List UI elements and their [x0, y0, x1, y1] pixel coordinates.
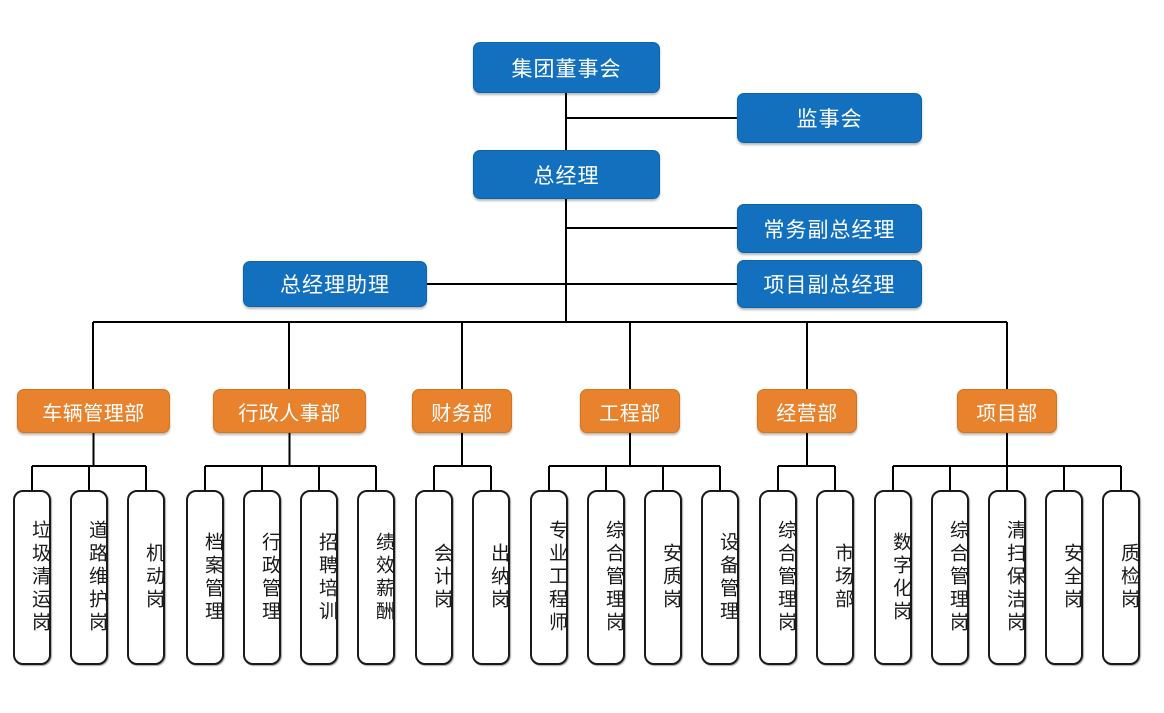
- position-box-eng-general-mgmt[interactable]: 综合管理岗: [587, 490, 625, 665]
- position-box-label: 机动岗: [143, 543, 164, 612]
- position-box-garbage-removal[interactable]: 垃圾清运岗: [13, 490, 51, 665]
- position-box-market-dept[interactable]: 市场部: [816, 490, 854, 665]
- department-box-vehicle-management[interactable]: 车辆管理部: [17, 389, 170, 433]
- position-box-label: 行政管理: [259, 531, 280, 624]
- position-box-label: 数字化岗: [890, 531, 911, 624]
- position-box-label: 垃圾清运岗: [29, 520, 50, 635]
- position-box-label: 市场部: [832, 543, 853, 612]
- executive-box-board[interactable]: 集团董事会: [473, 42, 660, 93]
- department-box-label: 财务部: [431, 402, 493, 425]
- position-box-label: 安质岗: [660, 543, 681, 612]
- position-box-label: 设备管理: [717, 531, 738, 624]
- position-box-label: 综合管理岗: [603, 520, 624, 635]
- position-box-archive-management[interactable]: 档案管理: [186, 490, 224, 665]
- position-box-quality-inspection[interactable]: 质检岗: [1102, 490, 1140, 665]
- department-box-label: 行政人事部: [238, 402, 341, 425]
- position-box-admin-management[interactable]: 行政管理: [243, 490, 281, 665]
- executive-box-exec-deputy-gm[interactable]: 常务副总经理: [737, 204, 922, 253]
- position-box-label: 绩效薪酬: [373, 531, 394, 624]
- position-box-road-maintenance[interactable]: 道路维护岗: [70, 490, 108, 665]
- position-box-label: 招聘培训: [316, 531, 337, 624]
- department-box-project[interactable]: 项目部: [957, 389, 1057, 433]
- department-box-finance[interactable]: 财务部: [412, 389, 512, 433]
- position-box-proj-general-mgmt[interactable]: 综合管理岗: [931, 490, 969, 665]
- position-box-digitalization[interactable]: 数字化岗: [874, 490, 912, 665]
- position-box-label: 道路维护岗: [86, 520, 107, 635]
- executive-box-label: 监事会: [796, 108, 863, 131]
- position-box-label: 出纳岗: [488, 543, 509, 612]
- position-box-performance-pay[interactable]: 绩效薪酬: [357, 490, 395, 665]
- department-box-admin-hr[interactable]: 行政人事部: [213, 389, 366, 433]
- position-box-label: 清扫保洁岗: [1004, 520, 1025, 635]
- position-box-ops-general-mgmt[interactable]: 综合管理岗: [759, 490, 797, 665]
- position-box-label: 档案管理: [202, 531, 223, 624]
- position-box-label: 综合管理岗: [947, 520, 968, 635]
- position-box-professional-engineer[interactable]: 专业工程师: [530, 490, 568, 665]
- department-box-label: 工程部: [599, 402, 661, 425]
- executive-box-supervisory[interactable]: 监事会: [737, 93, 922, 143]
- department-box-label: 经营部: [776, 402, 838, 425]
- position-box-cleaning[interactable]: 清扫保洁岗: [988, 490, 1026, 665]
- position-box-safety-post[interactable]: 安全岗: [1045, 490, 1083, 665]
- position-box-label: 专业工程师: [546, 520, 567, 635]
- department-box-label: 车辆管理部: [42, 402, 145, 425]
- department-box-label: 项目部: [976, 402, 1038, 425]
- executive-box-label: 常务副总经理: [763, 218, 896, 242]
- executive-box-general-manager[interactable]: 总经理: [473, 150, 660, 199]
- position-box-cashier[interactable]: 出纳岗: [472, 490, 510, 665]
- position-box-label: 综合管理岗: [775, 520, 796, 635]
- position-box-safety-quality[interactable]: 安质岗: [644, 490, 682, 665]
- executive-box-gm-assistant[interactable]: 总经理助理: [243, 261, 427, 307]
- executive-box-label: 总经理助理: [280, 274, 390, 297]
- position-box-label: 安全岗: [1061, 543, 1082, 612]
- position-box-accounting[interactable]: 会计岗: [415, 490, 453, 665]
- position-box-label: 质检岗: [1118, 543, 1139, 612]
- executive-box-label: 集团董事会: [511, 57, 622, 81]
- position-box-mobile-post[interactable]: 机动岗: [127, 490, 165, 665]
- position-box-recruitment-training[interactable]: 招聘培训: [300, 490, 338, 665]
- executive-box-project-deputy-gm[interactable]: 项目副总经理: [737, 260, 922, 308]
- executive-box-label: 项目副总经理: [763, 274, 896, 297]
- position-box-label: 会计岗: [431, 543, 452, 612]
- department-box-engineering[interactable]: 工程部: [580, 389, 680, 433]
- department-box-operations[interactable]: 经营部: [757, 389, 857, 433]
- position-box-equipment-management[interactable]: 设备管理: [701, 490, 739, 665]
- executive-box-label: 总经理: [533, 164, 600, 188]
